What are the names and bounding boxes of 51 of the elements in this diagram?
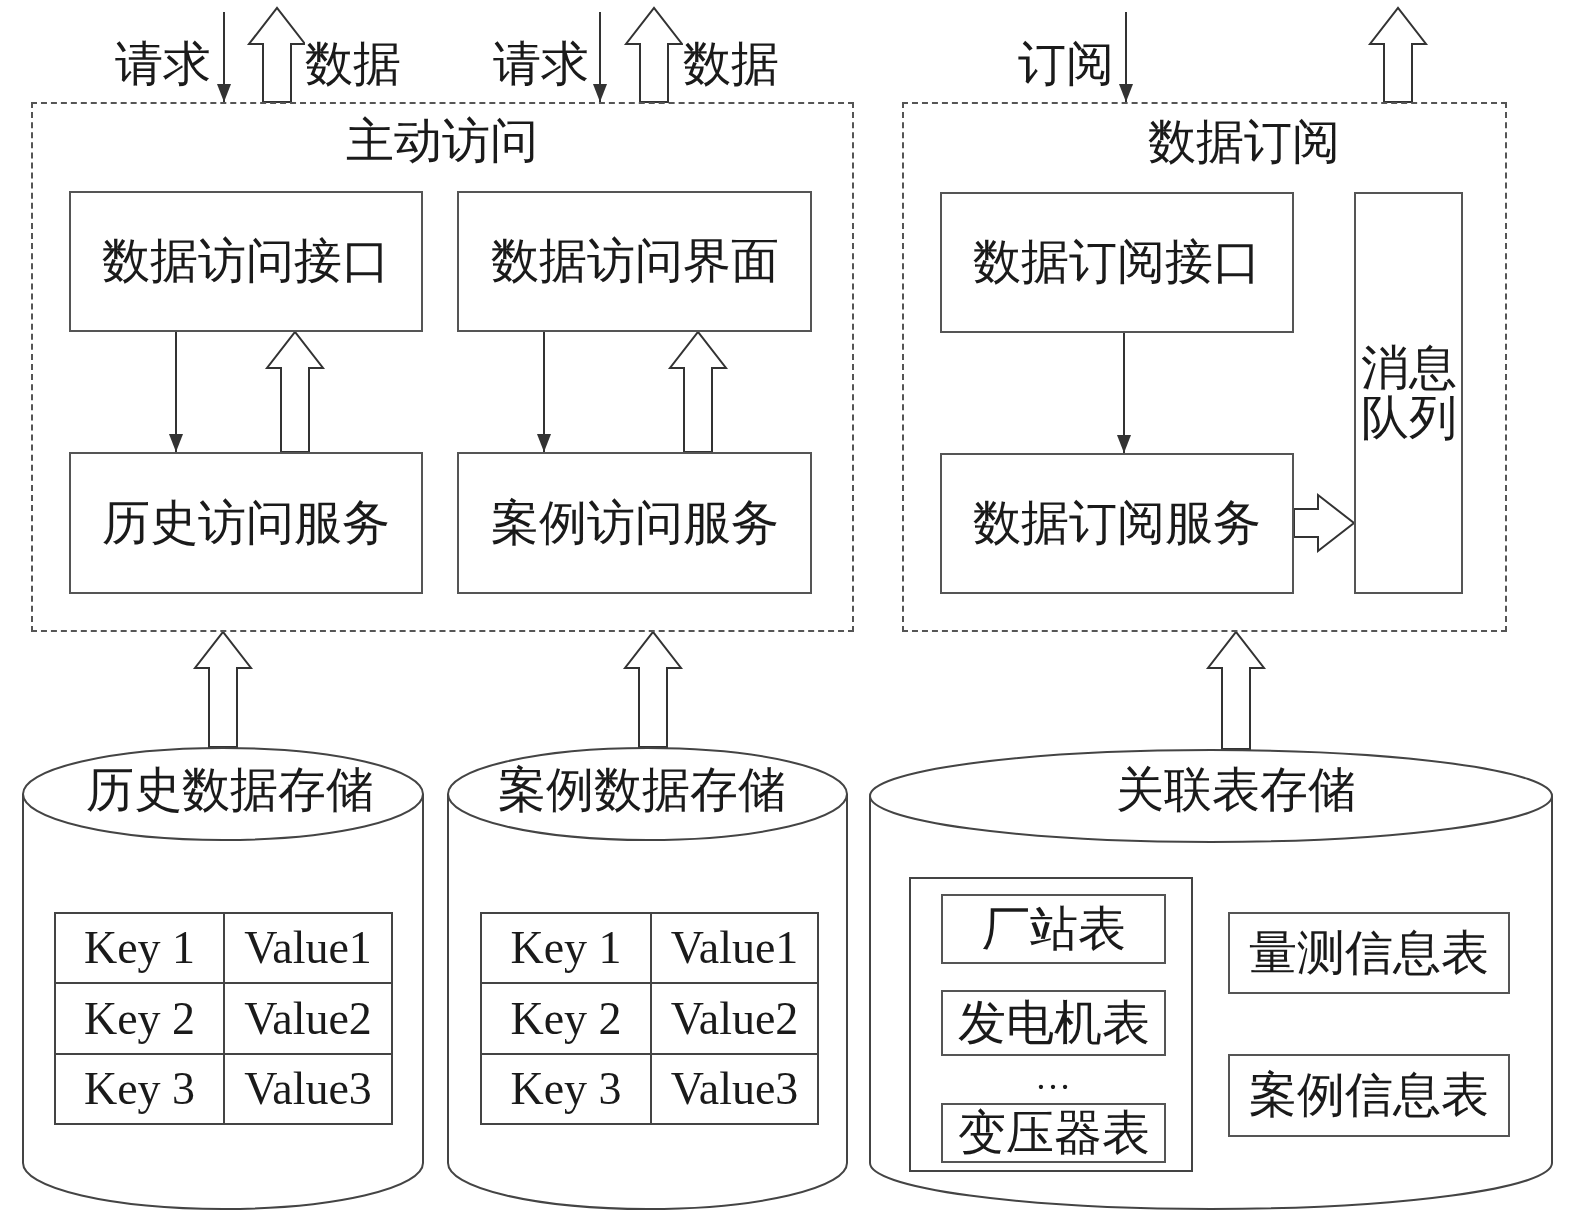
hollow-arrow	[1367, 6, 1429, 103]
message-queue-box: 消息队列	[1354, 192, 1463, 594]
table-entry-box: 量测信息表	[1228, 912, 1510, 994]
edge-label: 数据	[305, 40, 401, 88]
table-entry-box: 发电机表	[941, 990, 1166, 1056]
hollow-arrow	[1205, 630, 1267, 750]
database-title: 历史数据存储	[86, 766, 374, 814]
edge-label: 请求	[493, 40, 589, 88]
hollow-arrow	[192, 630, 254, 748]
database-cylinder	[447, 747, 848, 1210]
table-entry-box: 案例信息表	[1228, 1054, 1510, 1137]
key-cell: Key 1	[54, 912, 225, 984]
database-cylinder	[22, 747, 424, 1210]
database-title: 关联表存储	[1116, 766, 1356, 814]
table-group-frame	[909, 877, 1193, 1172]
hollow-arrow	[622, 630, 684, 748]
process-box: 数据访问接口	[69, 191, 423, 332]
process-box: 数据订阅服务	[940, 453, 1294, 594]
group-title: 主动访问	[346, 117, 538, 165]
database-title: 案例数据存储	[498, 766, 786, 814]
value-cell: Value3	[223, 1053, 393, 1125]
arrow	[1119, 11, 1133, 103]
hollow-arrow	[623, 6, 685, 103]
key-cell: Key 1	[480, 912, 652, 984]
arrow	[1117, 332, 1131, 454]
dashed-group-frame	[902, 102, 1507, 632]
arrow	[169, 331, 183, 453]
process-box: 历史访问服务	[69, 452, 423, 594]
process-box: 案例访问服务	[457, 452, 812, 594]
process-box: 数据订阅接口	[940, 192, 1294, 333]
key-cell: Key 3	[480, 1053, 652, 1125]
process-box: 数据访问界面	[457, 191, 812, 332]
table-entry-box: 厂站表	[941, 894, 1166, 964]
hollow-arrow	[667, 330, 729, 453]
key-cell: Key 3	[54, 1053, 225, 1125]
edge-label: 请求	[115, 40, 211, 88]
dashed-group-frame	[31, 102, 854, 632]
arrow	[217, 11, 231, 103]
group-title: 数据订阅	[1148, 118, 1340, 166]
hollow-arrow	[246, 6, 308, 103]
value-cell: Value3	[650, 1053, 819, 1125]
database-cylinder	[869, 749, 1553, 1210]
arrow	[537, 331, 551, 453]
table-entry-box: 变压器表	[941, 1103, 1166, 1163]
hollow-arrow	[264, 330, 326, 453]
hollow-arrow	[1293, 492, 1356, 554]
arrow	[593, 11, 607, 103]
value-cell: Value1	[223, 912, 393, 984]
ellipsis-text: …	[1035, 1059, 1071, 1095]
edge-label: 数据	[683, 40, 779, 88]
value-cell: Value1	[650, 912, 819, 984]
